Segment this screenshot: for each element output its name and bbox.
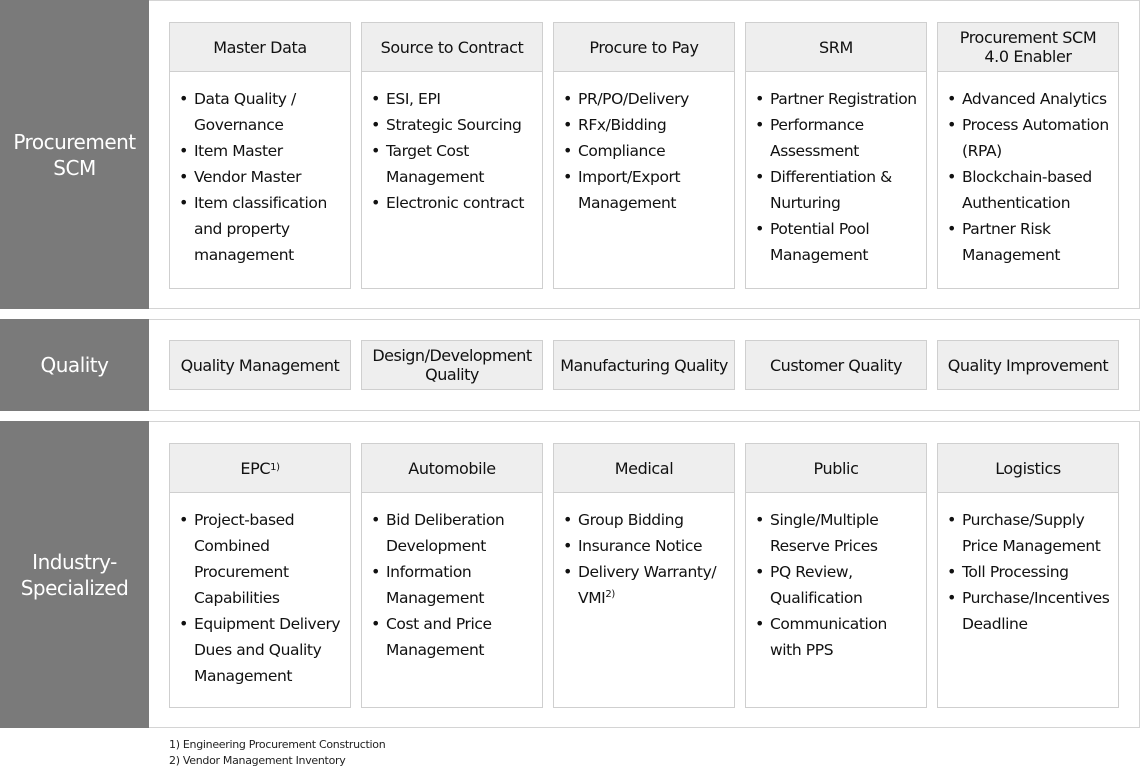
list-item: Bid Deliberation Development (371, 507, 536, 559)
master-data-column: Master Data Data Quality / Governance It… (169, 22, 351, 289)
customer-quality-box: Customer Quality (745, 340, 927, 390)
footnote-1: 1) Engineering Procurement Construction (169, 738, 386, 751)
list-item: Vendor Master (179, 164, 344, 190)
procure-to-pay-column: Procure to Pay PR/PO/Delivery RFx/Biddin… (553, 22, 735, 289)
list-item: Partner Risk Management (947, 216, 1112, 268)
list-item: Single/Multiple Reserve Prices (755, 507, 920, 559)
list-item: Group Bidding (563, 507, 728, 533)
quality-improvement-box: Quality Improvement (937, 340, 1119, 390)
manufacturing-quality-box: Manufacturing Quality (553, 340, 735, 390)
footnote-marker: 2) (605, 588, 615, 600)
list-item: Process Automation (RPA) (947, 112, 1112, 164)
list-item: Data Quality / Governance (179, 86, 344, 138)
list-item: Potential Pool Management (755, 216, 920, 268)
list-item: Equipment Delivery Dues and Quality Mana… (179, 611, 344, 689)
list-item: Toll Processing (947, 559, 1112, 585)
quality-section: Quality Quality Management Design/Develo… (0, 319, 1140, 411)
list-item: Partner Registration (755, 86, 920, 112)
list-item: RFx/Bidding (563, 112, 728, 138)
list-item: Performance Assessment (755, 112, 920, 164)
industry-specialized-label: Industry- Specialized (0, 421, 149, 728)
list-item: ESI, EPI (371, 86, 536, 112)
list-item: PR/PO/Delivery (563, 86, 728, 112)
procurement-scm-label: Procurement SCM (0, 0, 149, 309)
list-item: Information Management (371, 559, 536, 611)
list-item: Project-based Combined Procurement Capab… (179, 507, 344, 611)
logistics-column: Logistics Purchase/Supply Price Manageme… (937, 443, 1119, 708)
design-development-quality-box: Design/Development Quality (361, 340, 543, 390)
list-item: Target Cost Management (371, 138, 536, 190)
list-item: Communication with PPS (755, 611, 920, 663)
quality-label: Quality (0, 319, 149, 411)
list-item: Electronic contract (371, 190, 536, 216)
list-item: Import/Export Management (563, 164, 728, 216)
srm-column: SRM Partner Registration Performance Ass… (745, 22, 927, 289)
srm-header: SRM (746, 23, 926, 72)
list-item: Delivery Warranty/ VMI2) (563, 559, 728, 611)
medical-column: Medical Group Bidding Insurance Notice D… (553, 443, 735, 708)
footnotes: 1) Engineering Procurement Construction … (169, 737, 386, 767)
list-item: Compliance (563, 138, 728, 164)
logistics-header: Logistics (938, 444, 1118, 493)
epc-title: EPC (240, 458, 271, 478)
list-item: Strategic Sourcing (371, 112, 536, 138)
list-item: Advanced Analytics (947, 86, 1112, 112)
procure-to-pay-header: Procure to Pay (554, 23, 734, 72)
list-item: Item classification and property managem… (179, 190, 344, 268)
list-item: Differentiation & Nurturing (755, 164, 920, 216)
list-item-text: Delivery Warranty/ VMI (578, 563, 717, 607)
scm-enabler-header: Procurement SCM 4.0 Enabler (938, 23, 1118, 72)
list-item: PQ Review, Qualification (755, 559, 920, 611)
scm-enabler-column: Procurement SCM 4.0 Enabler Advanced Ana… (937, 22, 1119, 289)
procurement-scm-section: Procurement SCM Master Data Data Quality… (0, 0, 1140, 309)
source-to-contract-header: Source to Contract (362, 23, 542, 72)
list-item: Blockchain-based Authentication (947, 164, 1112, 216)
list-item: Purchase/Supply Price Management (947, 507, 1112, 559)
list-item: Insurance Notice (563, 533, 728, 559)
automobile-column: Automobile Bid Deliberation Development … (361, 443, 543, 708)
quality-management-box: Quality Management (169, 340, 351, 390)
list-item: Item Master (179, 138, 344, 164)
public-header: Public (746, 444, 926, 493)
public-column: Public Single/Multiple Reserve Prices PQ… (745, 443, 927, 708)
master-data-header: Master Data (170, 23, 350, 72)
footnote-2: 2) Vendor Management Inventory (169, 754, 346, 767)
list-item: Purchase/Incentives Deadline (947, 585, 1112, 637)
automobile-header: Automobile (362, 444, 542, 493)
list-item: Cost and Price Management (371, 611, 536, 663)
medical-header: Medical (554, 444, 734, 493)
source-to-contract-column: Source to Contract ESI, EPI Strategic So… (361, 22, 543, 289)
